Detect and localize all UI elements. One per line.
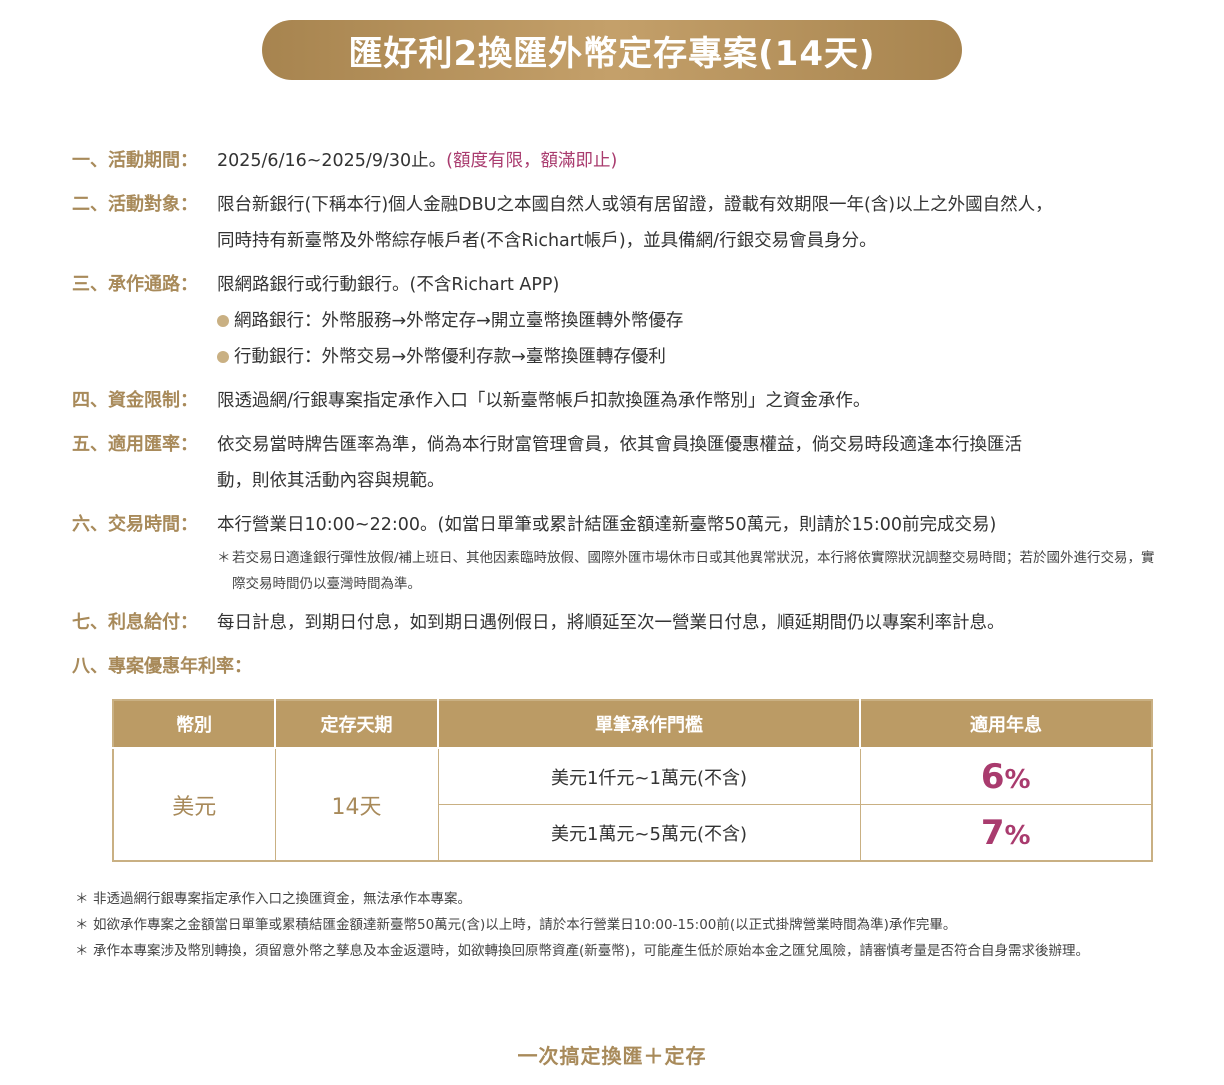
note-text: 若交易日適逢銀行彈性放假/補上班日、其他因素臨時放假、國際外匯市場休市日或其他異… (232, 550, 1155, 592)
trading-time-note: ＊ 若交易日適逢銀行彈性放假/補上班日、其他因素臨時放假、國際外匯市場休市日或其… (217, 545, 1162, 597)
section-label: 六、交易時間： (72, 514, 198, 535)
cell-threshold: 美元1仟元~1萬元(不含) (437, 747, 861, 805)
rate-value: 7 (980, 812, 1005, 853)
header-threshold: 單筆承作門檻 (437, 700, 861, 749)
footnote-item: ＊ 承作本專案涉及幣別轉換，須留意外幣之孳息及本金返還時，如欲轉換回原幣資產(新… (75, 938, 1155, 964)
section-audience: 二、活動對象： 限台新銀行(下稱本行)個人金融DBU之本國自然人或領有居留證，證… (72, 187, 1162, 259)
section-content: 依交易當時牌告匯率為準，倘為本行財富管理會員，依其會員換匯優惠權益，倘交易時段適… (217, 427, 1162, 499)
bullet-dot-icon (217, 315, 229, 327)
section-content: 每日計息，到期日付息，如到期日遇例假日，將順延至次一營業日付息，順延期間仍以專案… (217, 605, 1162, 641)
rate-table: 幣別 定存天期 單筆承作門檻 適用年息 美元 14天 美元1仟元~1萬元(不含)… (112, 699, 1153, 862)
cell-term: 14天 (274, 747, 439, 862)
rate-line-2: 動，則依其活動內容與規範。 (217, 471, 445, 491)
bullet-dot-icon (217, 351, 229, 363)
audience-line-2: 同時持有新臺幣及外幣綜存帳戶者(不含Richart帳戶)，並具備網/行銀交易會員… (217, 231, 877, 251)
section-content: 限透過網/行銀專案指定承作入口「以新臺幣帳戶扣款換匯為承作幣別」之資金承作。 (217, 383, 1162, 419)
section-content: 2025/6/16~2025/9/30止。(額度有限，額滿即止) (217, 143, 1162, 179)
table-row: 美元1萬元~5萬元(不含) 7% (113, 804, 1153, 862)
rate-unit: % (1004, 764, 1031, 795)
footnote-star: ＊ (75, 891, 89, 907)
cell-currency: 美元 (112, 747, 276, 862)
section-trading-time: 六、交易時間： 本行營業日10:00~22:00。(如當日單筆或累計結匯金額達新… (72, 507, 1162, 597)
section-interest: 七、利息給付： 每日計息，到期日付息，如到期日遇例假日，將順延至次一營業日付息，… (72, 605, 1162, 641)
footnote-star: ＊ (75, 943, 89, 959)
trading-time-text: 本行營業日10:00~22:00。(如當日單筆或累計結匯金額達新臺幣50萬元，則… (217, 515, 997, 535)
title-banner: 匯好利2換匯外幣定存專案(14天) (262, 20, 962, 80)
section-label: 五、適用匯率： (72, 434, 198, 455)
bullet-text: 網路銀行：外幣服務→外幣定存→開立臺幣換匯轉外幣優存 (234, 311, 684, 331)
header-currency: 幣別 (113, 700, 276, 749)
section-exchange-rate: 五、適用匯率： 依交易當時牌告匯率為準，倘為本行財富管理會員，依其會員換匯優惠權… (72, 427, 1162, 499)
section-content: 限網路銀行或行動銀行。(不含Richart APP) 網路銀行：外幣服務→外幣定… (217, 267, 1162, 375)
section-label: 一、活動期間： (72, 150, 198, 171)
cell-rate: 6% (859, 747, 1153, 805)
audience-line-1: 限台新銀行(下稱本行)個人金融DBU之本國自然人或領有居留證，證載有效期限一年(… (217, 195, 1053, 215)
note-star: ＊ (217, 550, 231, 566)
footnote-star: ＊ (75, 917, 89, 933)
section-period: 一、活動期間： 2025/6/16~2025/9/30止。(額度有限，額滿即止) (72, 143, 1162, 179)
section-content: 本行營業日10:00~22:00。(如當日單筆或累計結匯金額達新臺幣50萬元，則… (217, 507, 1162, 597)
table-header-row: 幣別 定存天期 單筆承作門檻 適用年息 (113, 700, 1152, 749)
footnote-text: 承作本專案涉及幣別轉換，須留意外幣之孳息及本金返還時，如欲轉換回原幣資產(新臺幣… (93, 943, 1090, 959)
footer-tagline: 一次搞定換匯＋定存 (517, 1044, 707, 1068)
section-channel: 三、承作通路： 限網路銀行或行動銀行。(不含Richart APP) 網路銀行：… (72, 267, 1162, 375)
page-title: 匯好利2換匯外幣定存專案(14天) (348, 33, 876, 74)
footnote-item: ＊ 如欲承作專案之金額當日單筆或累積結匯金額達新臺幣50萬元(含)以上時，請於本… (75, 912, 1155, 938)
period-text: 2025/6/16~2025/9/30止。 (217, 151, 447, 171)
quota-note: (額度有限，額滿即止) (446, 151, 618, 171)
section-label: 四、資金限制： (72, 390, 198, 411)
rate-unit: % (1004, 820, 1031, 851)
rate-value: 6 (980, 756, 1005, 797)
bullet-text: 行動銀行：外幣交易→外幣優利存款→臺幣換匯轉存優利 (234, 347, 666, 367)
section-content: 限台新銀行(下稱本行)個人金融DBU之本國自然人或領有居留證，證載有效期限一年(… (217, 187, 1162, 259)
interest-text: 每日計息，到期日付息，如到期日遇例假日，將順延至次一營業日付息，順延期間仍以專案… (217, 613, 1005, 633)
section-label: 七、利息給付： (72, 612, 198, 633)
channel-line: 限網路銀行或行動銀行。(不含Richart APP) (217, 275, 560, 295)
funds-text: 限透過網/行銀專案指定承作入口「以新臺幣帳戶扣款換匯為承作幣別」之資金承作。 (217, 391, 871, 411)
footnote-item: ＊ 非透過網行銀專案指定承作入口之換匯資金，無法承作本專案。 (75, 886, 1155, 912)
header-rate: 適用年息 (859, 700, 1152, 749)
section-label: 二、活動對象： (72, 194, 198, 215)
footnotes: ＊ 非透過網行銀專案指定承作入口之換匯資金，無法承作本專案。 ＊ 如欲承作專案之… (75, 886, 1155, 964)
section-label: 八、專案優惠年利率： (72, 656, 252, 677)
channel-bullet-internet: 網路銀行：外幣服務→外幣定存→開立臺幣換匯轉外幣優存 (217, 303, 1162, 339)
cell-threshold: 美元1萬元~5萬元(不含) (437, 804, 861, 862)
footnote-text: 如欲承作專案之金額當日單筆或累積結匯金額達新臺幣50萬元(含)以上時，請於本行營… (93, 917, 957, 933)
rate-line-1: 依交易當時牌告匯率為準，倘為本行財富管理會員，依其會員換匯優惠權益，倘交易時段適… (217, 435, 1022, 455)
channel-bullet-mobile: 行動銀行：外幣交易→外幣優利存款→臺幣換匯轉存優利 (217, 339, 1162, 375)
table-row: 美元 14天 美元1仟元~1萬元(不含) 6% (112, 747, 1153, 862)
header-term: 定存天期 (274, 700, 439, 749)
footnote-text: 非透過網行銀專案指定承作入口之換匯資金，無法承作本專案。 (93, 891, 471, 907)
section-funds: 四、資金限制： 限透過網/行銀專案指定承作入口「以新臺幣帳戶扣款換匯為承作幣別」… (72, 383, 1162, 419)
cell-rate: 7% (859, 804, 1153, 862)
section-rates: 八、專案優惠年利率： (72, 649, 1162, 685)
section-label: 三、承作通路： (72, 274, 198, 295)
terms-sections: 一、活動期間： 2025/6/16~2025/9/30止。(額度有限，額滿即止)… (72, 143, 1162, 693)
